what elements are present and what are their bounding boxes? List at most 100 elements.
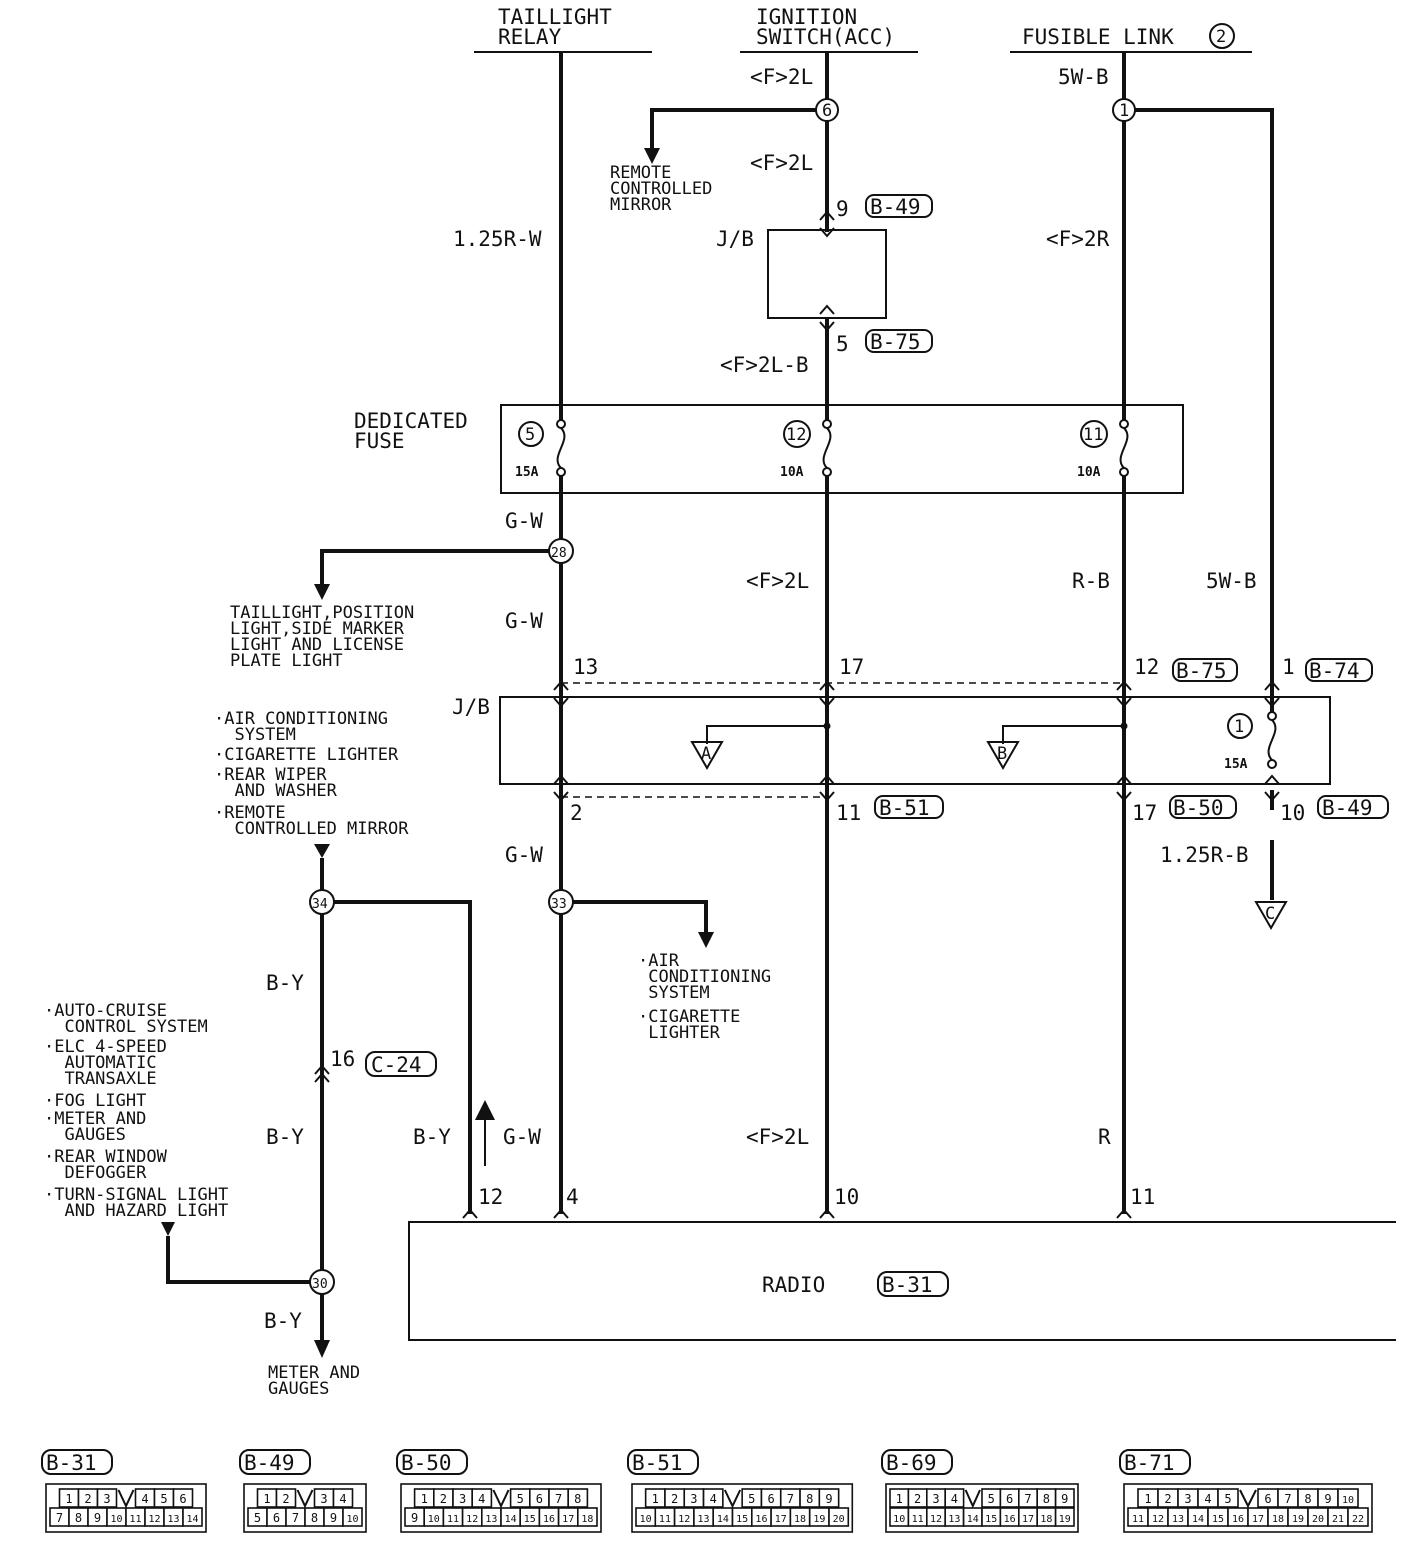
- connector-pin: 3: [103, 1492, 110, 1506]
- connector-name: B-31: [46, 1451, 97, 1475]
- note-ac-5: LIGHTER: [638, 1023, 721, 1043]
- note-taillight-1: TAILLIGHT,POSITION: [230, 603, 414, 623]
- connector-pin: 16: [1004, 1514, 1016, 1525]
- jb-top-pin-13: 13: [573, 655, 598, 679]
- dedicated-fuse-block: DEDICATED FUSE 5 15A 12 10A 11 10A: [354, 404, 1184, 494]
- connector-pin: 12: [930, 1514, 942, 1525]
- c24-pin: 16: [330, 1047, 355, 1071]
- wire-label-125rb: 1.25R-B: [1160, 843, 1249, 867]
- pin-chevrons: [314, 210, 1280, 1219]
- connector-pin: 4: [1204, 1492, 1211, 1506]
- connector-pin: 3: [932, 1492, 939, 1506]
- note-ac-2: CONDITIONING: [638, 967, 771, 987]
- connector-pin: 10: [640, 1514, 652, 1525]
- splice-nodes: 6 1 28 33 34 30: [309, 98, 1136, 1295]
- radio-pin-4: 4: [566, 1185, 579, 1209]
- note-left-7: ·METER AND: [44, 1109, 146, 1129]
- fuse-11-number: 11: [1083, 425, 1103, 445]
- jb-bottom-pin-10: 10: [1280, 801, 1305, 825]
- connector-pin: 22: [1352, 1514, 1364, 1525]
- connector-pin: 18: [1272, 1514, 1284, 1525]
- connector-pin: 14: [1192, 1514, 1204, 1525]
- ignition-switch-label-1: IGNITION: [756, 5, 857, 29]
- connector-pin: 10: [893, 1514, 905, 1525]
- connector-pin: 13: [698, 1514, 710, 1525]
- connector-pin: 3: [320, 1492, 327, 1506]
- key-notch: [117, 1489, 135, 1509]
- connector-pin: 15: [736, 1514, 748, 1525]
- connector-pin: 9: [94, 1511, 101, 1525]
- wire-label-f2l-mid: <F>2L: [750, 151, 813, 175]
- connector-pin: 1: [896, 1492, 903, 1506]
- connector-pin: 10: [428, 1514, 440, 1525]
- connector-pin: 14: [967, 1514, 979, 1525]
- connector-pin: 1: [263, 1492, 270, 1506]
- connector-pin: 20: [1312, 1514, 1324, 1525]
- connector-pin: 2: [440, 1492, 447, 1506]
- connector-pin: 8: [806, 1492, 813, 1506]
- note-left-5: TRANSAXLE: [44, 1069, 157, 1089]
- wire-label-by-3: B-Y: [413, 1125, 451, 1149]
- connector-pin: 6: [1264, 1492, 1271, 1506]
- connector-pin: 3: [459, 1492, 466, 1506]
- note-remote-mirror-3: MIRROR: [610, 195, 672, 215]
- connector-pin: 8: [311, 1511, 318, 1525]
- taillight-relay-label-2: RELAY: [498, 25, 562, 49]
- jb-bottom-pin-2: 2: [570, 801, 583, 825]
- connector-pin: 17: [562, 1514, 574, 1525]
- jb-bottom-pin-17: 17: [1132, 801, 1157, 825]
- note-ac-3: SYSTEM: [638, 983, 710, 1003]
- radio-pin-10: 10: [834, 1185, 859, 1209]
- upper-jb-conn-in: B-49: [870, 195, 921, 219]
- wire-label-gw-3: G-W: [505, 843, 543, 867]
- node-28: 28: [551, 546, 567, 561]
- connector-pin: 7: [1284, 1492, 1291, 1506]
- wire-label-gw-1: G-W: [505, 509, 543, 533]
- note-ac-cig: ·AIR CONDITIONING SYSTEM ·CIGARETTE LIGH…: [638, 951, 771, 1043]
- note-left-8: GAUGES: [44, 1125, 126, 1145]
- jb-top-pin-1: 1: [1282, 655, 1295, 679]
- upper-jb-conn-out: B-75: [870, 330, 921, 354]
- main-junction-block: J/B A B 1 15A 13 17 12 B-75 1 B-74 2 11 …: [452, 655, 1389, 825]
- connector-pin: 15: [1212, 1514, 1224, 1525]
- note-taillight: TAILLIGHT,POSITION LIGHT,SIDE MARKER LIG…: [230, 603, 414, 671]
- note-meter-1: METER AND: [268, 1363, 360, 1383]
- fuse-11-rating: 10A: [1077, 465, 1101, 480]
- wire-label-f2l-low: <F>2L: [746, 569, 809, 593]
- wire-label-gw-4: G-W: [503, 1125, 541, 1149]
- note-remote-mirror-1: REMOTE: [610, 163, 671, 183]
- connector-name: B-50: [401, 1451, 452, 1475]
- connector-name: B-51: [632, 1451, 683, 1475]
- connector-pin: 17: [775, 1514, 787, 1525]
- note-jb-2: SYSTEM: [214, 725, 296, 745]
- connector-pin: 19: [1292, 1514, 1304, 1525]
- connector-pin: 2: [282, 1492, 289, 1506]
- triangle-b-label: B: [997, 744, 1007, 764]
- note-jb-6: ·REMOTE: [214, 803, 286, 823]
- key-notch: [492, 1489, 510, 1509]
- note-jb-list: ·AIR CONDITIONING SYSTEM ·CIGARETTE LIGH…: [214, 709, 409, 839]
- note-left-1: ·AUTO-CRUISE: [44, 1001, 167, 1021]
- connector-pin: 10: [110, 1514, 122, 1525]
- wire-label-by-4: B-Y: [264, 1309, 302, 1333]
- connector-pin: 4: [141, 1492, 148, 1506]
- jb-fuse-rating: 15A: [1224, 757, 1248, 772]
- note-left-9: ·REAR WINDOW: [44, 1147, 168, 1167]
- connector-pin: 8: [75, 1511, 82, 1525]
- connector-name: B-71: [1124, 1451, 1175, 1475]
- connector-pin: 5: [1224, 1492, 1231, 1506]
- note-left-4: AUTOMATIC: [44, 1053, 157, 1073]
- connector-pin: 7: [555, 1492, 562, 1506]
- note-left-list: ·AUTO-CRUISE CONTROL SYSTEM ·ELC 4-SPEED…: [44, 1001, 228, 1221]
- radio-unit: 12 4 10 11 RADIO B-31: [408, 1185, 1396, 1341]
- note-jb-4: ·REAR WIPER: [214, 765, 327, 785]
- connector-pin: 16: [755, 1514, 767, 1525]
- jb-bottom-pin-11: 11: [836, 801, 861, 825]
- note-jb-7: CONTROLLED MIRROR: [214, 819, 409, 839]
- dedicated-fuse-label-1: DEDICATED: [354, 409, 468, 433]
